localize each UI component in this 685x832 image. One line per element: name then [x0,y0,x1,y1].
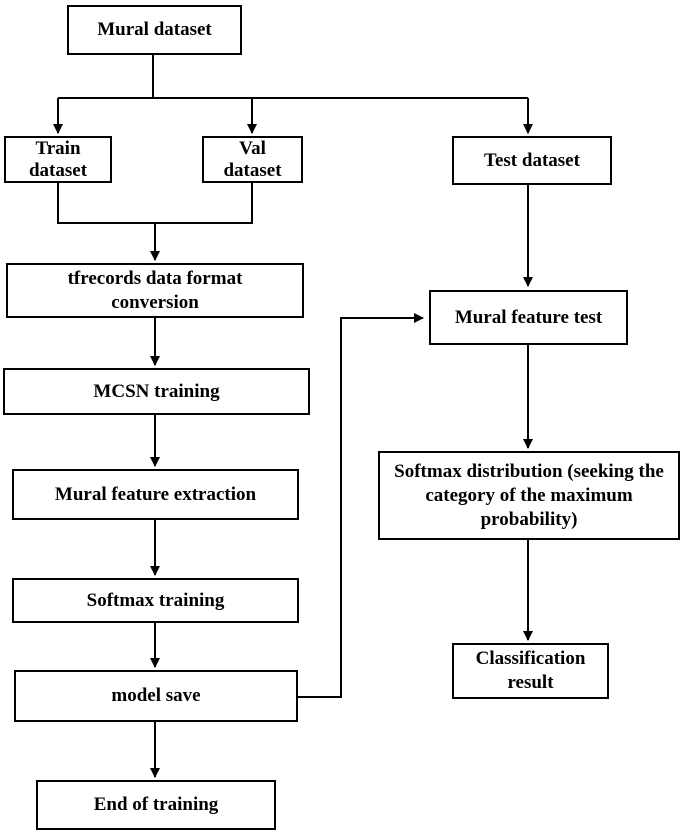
node-mural-feature-extraction: Mural feature extraction [12,469,299,520]
node-mural-dataset-label: Mural dataset [97,19,212,40]
node-classification-result: Classification result [452,643,609,699]
edge-train-val-merge [57,183,253,224]
node-mural-feature-test: Mural feature test [429,290,628,345]
node-val-dataset-label: Val dataset [223,138,282,181]
node-test-dataset: Test dataset [452,136,612,185]
node-mural-feature-test-label: Mural feature test [454,306,603,328]
node-mural-dataset: Mural dataset [67,5,242,55]
node-mcsn-training-label: MCSN training [93,380,220,402]
node-softmax-training-label: Softmax training [86,589,225,611]
node-model-save-label: model save [111,685,201,706]
node-train-dataset-label: Train dataset [28,138,88,181]
node-end-of-training: End of training [36,780,276,830]
edge-save-to-feature-test [298,313,424,698]
node-softmax-distribution-label: Softmax distribution (seeking the catego… [394,460,664,530]
node-softmax-distribution: Softmax distribution (seeking the catego… [378,451,680,540]
node-mcsn-training: MCSN training [3,368,310,415]
node-classification-result-label: Classification result [475,648,586,693]
node-tfrecords-conversion-label: tfrecords data format conversion [67,267,243,313]
node-test-dataset-label: Test dataset [484,149,580,171]
node-end-of-training-label: End of training [93,794,219,815]
node-tfrecords-conversion: tfrecords data format conversion [6,263,304,318]
node-model-save: model save [14,670,298,722]
node-val-dataset: Val dataset [202,136,303,183]
node-mural-feature-extraction-label: Mural feature extraction [54,483,257,505]
node-softmax-training: Softmax training [12,578,299,623]
node-train-dataset: Train dataset [4,136,112,183]
